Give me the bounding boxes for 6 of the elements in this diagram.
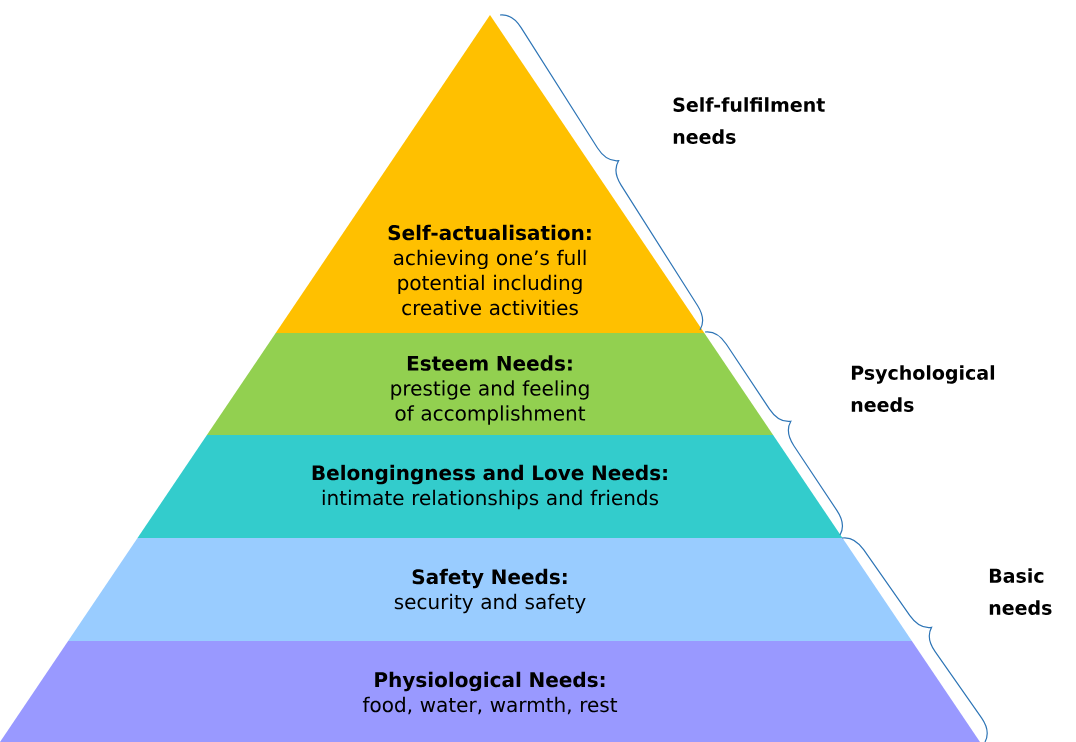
pyramid-layer: Belongingness and Love Needs: intimate relationships and friends	[137, 435, 843, 538]
pyramid-layer: Esteem Needs: prestige and feeling of accomplishment	[206, 333, 774, 435]
group-label: Psychological needs	[851, 365, 995, 412]
pyramid-layer: Safety Needs: security and safety	[68, 538, 912, 641]
pyramid-layer: Physiological Needs: food, water, warmth, rest	[0, 641, 980, 742]
group-label: Basic needs	[989, 568, 1052, 615]
